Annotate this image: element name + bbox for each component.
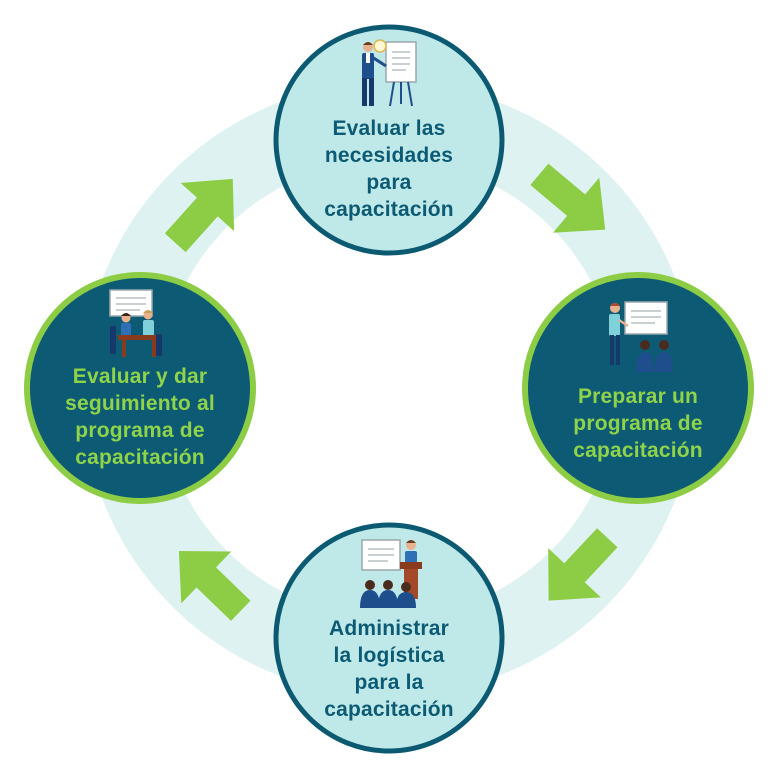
step-label-evaluate: Evaluar y dar seguimiento al programa de… [35, 363, 245, 471]
step-circle-evaluate [24, 272, 256, 504]
step-circle-prepare [522, 272, 754, 504]
step-label-line: programa de [75, 419, 205, 442]
step-label-line: para [366, 171, 412, 194]
step-label-line: necesidades [324, 144, 454, 167]
presentation-audience-icon [609, 301, 673, 372]
arrow-bottom-left-icon [178, 551, 251, 621]
step-label-line: la logística [333, 644, 445, 667]
step-label-administer: Administrar la logística para la capacit… [289, 615, 489, 723]
presenter-at-flipchart-icon [362, 39, 417, 107]
step-label-line: seguimiento al [65, 392, 215, 415]
step-label-assess: Evaluar las necesidades para capacitació… [289, 115, 489, 223]
step-label-line: Evaluar y dar [72, 365, 208, 388]
step-circle-assess [273, 24, 505, 256]
step-label-line: capacitación [75, 446, 205, 469]
meeting-at-table-icon [109, 289, 162, 357]
step-label-line: Administrar [328, 617, 450, 640]
arrow-top-right-icon [530, 163, 606, 233]
step-label-line: programa de [573, 412, 703, 435]
step-label-line: capacitación [324, 198, 454, 221]
step-label-line: capacitación [324, 698, 454, 721]
step-label-prepare: Preparar un programa de capacitación [538, 383, 738, 464]
step-label-line: Preparar un [577, 385, 699, 408]
step-circle-administer [273, 522, 505, 754]
arrow-top-left-icon [164, 178, 235, 253]
lecture-podium-icon [360, 539, 422, 608]
step-label-line: para la [354, 671, 424, 694]
arrow-bottom-right-icon [548, 528, 618, 601]
step-label-line: capacitación [573, 439, 703, 462]
step-label-line: Evaluar las [332, 117, 446, 140]
